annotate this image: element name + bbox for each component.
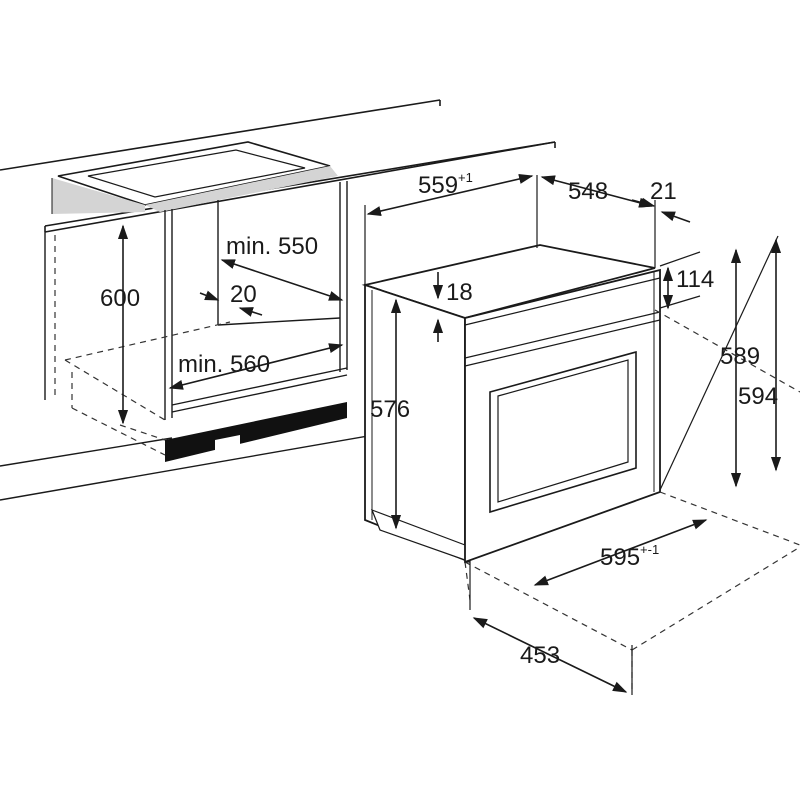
total-height-label: 594	[738, 383, 779, 410]
oven-body-height-label: 576	[370, 396, 411, 423]
front-height-label: 589	[720, 343, 761, 370]
cabinet-dimension-arrows	[117, 224, 344, 425]
cabinet-walls	[44, 181, 348, 420]
hob	[51, 141, 338, 214]
panel-step-label: 114	[676, 266, 715, 293]
oven-depth-top-label: 548	[568, 178, 609, 205]
oven-width-top-label: 559+1	[418, 170, 473, 199]
front-width-label: 595+-1	[600, 542, 660, 571]
body-depth-label: 453	[520, 642, 561, 669]
cabinet-dashed-lines	[54, 235, 231, 456]
ventilation-gap-label: 20	[230, 281, 257, 308]
cabinet-min-depth-label: min. 550	[226, 233, 319, 260]
oven-window	[489, 350, 637, 514]
top-offset-label: 18	[446, 279, 473, 306]
cabinet-min-width-label: min. 560	[178, 351, 271, 378]
oven-body	[361, 244, 656, 562]
oven-dimension-arrows	[366, 174, 782, 693]
panel-thickness-label: 21	[650, 178, 677, 205]
plinth	[165, 402, 347, 462]
cabinet-height-label: 600	[100, 285, 141, 312]
